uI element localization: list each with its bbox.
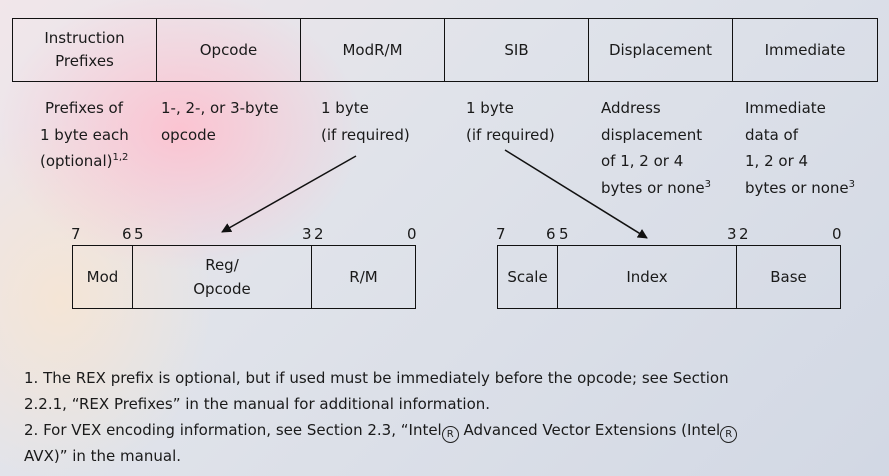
registered-icon: R <box>720 426 738 443</box>
sib-bit-0: 0 <box>832 225 842 243</box>
field-sib: SIB <box>445 19 589 81</box>
sib-index: Index <box>558 246 737 308</box>
modrm-mod: Mod <box>73 246 133 308</box>
modrm-reg-opcode: Reg/ Opcode <box>133 246 312 308</box>
sib-bit-2: 2 <box>739 225 749 243</box>
desc-modrm: 1 byte (if required) <box>321 99 410 144</box>
sib-bit-6: 6 <box>546 225 556 243</box>
sib-bit-3: 3 <box>727 225 737 243</box>
footnote-2-line-1: 2. For VEX encoding information, see Sec… <box>24 417 738 443</box>
modrm-bit-5: 5 <box>134 225 144 243</box>
modrm-bit-7: 7 <box>71 225 81 243</box>
footnote-1-line-2: 2.2.1, “REX Prefixes” in the manual for … <box>24 395 491 413</box>
modrm-bit-3: 3 <box>302 225 312 243</box>
sib-base: Base <box>770 268 807 286</box>
desc-immediate: Immediate data of 1, 2 or 4 bytes or non… <box>745 99 855 197</box>
footnote-ref: 1,2 <box>112 152 129 163</box>
desc-opcode: 1-, 2-, or 3-byte opcode <box>161 99 279 144</box>
arrow-modrm <box>221 155 357 233</box>
modrm-rm: R/M <box>349 268 378 286</box>
sib-scale: Scale <box>498 246 558 308</box>
footnote-1-line-1: 1. The REX prefix is optional, but if us… <box>24 369 729 387</box>
field-immediate: Immediate <box>764 40 846 59</box>
sib-bit-5: 5 <box>559 225 569 243</box>
field-instruction-prefixes: Instruction Prefixes <box>13 19 157 81</box>
field-displacement: Displacement <box>589 19 733 81</box>
field-opcode: Opcode <box>157 19 301 81</box>
modrm-bit-2: 2 <box>314 225 324 243</box>
footnote-ref: 3 <box>704 178 711 190</box>
sib-byte: Scale Index Base <box>497 245 841 309</box>
footnote-2-line-2: AVX)” in the manual. <box>24 447 182 465</box>
footnote-ref: 3 <box>848 178 855 190</box>
modrm-bit-0: 0 <box>407 225 417 243</box>
registered-icon: R <box>441 426 459 443</box>
instruction-format-row: Instruction Prefixes Opcode ModR/M SIB D… <box>12 18 878 82</box>
modrm-bit-6: 6 <box>122 225 132 243</box>
arrow-sib <box>504 149 648 239</box>
desc-prefixes: Prefixes of 1 byte each (optional)1,2 <box>40 99 129 170</box>
desc-displacement: Address displacement of 1, 2 or 4 bytes … <box>601 99 711 197</box>
modrm-byte: Mod Reg/ Opcode R/M <box>72 245 416 309</box>
sib-bit-7: 7 <box>496 225 506 243</box>
desc-sib: 1 byte (if required) <box>466 99 555 144</box>
field-modrm: ModR/M <box>301 19 445 81</box>
